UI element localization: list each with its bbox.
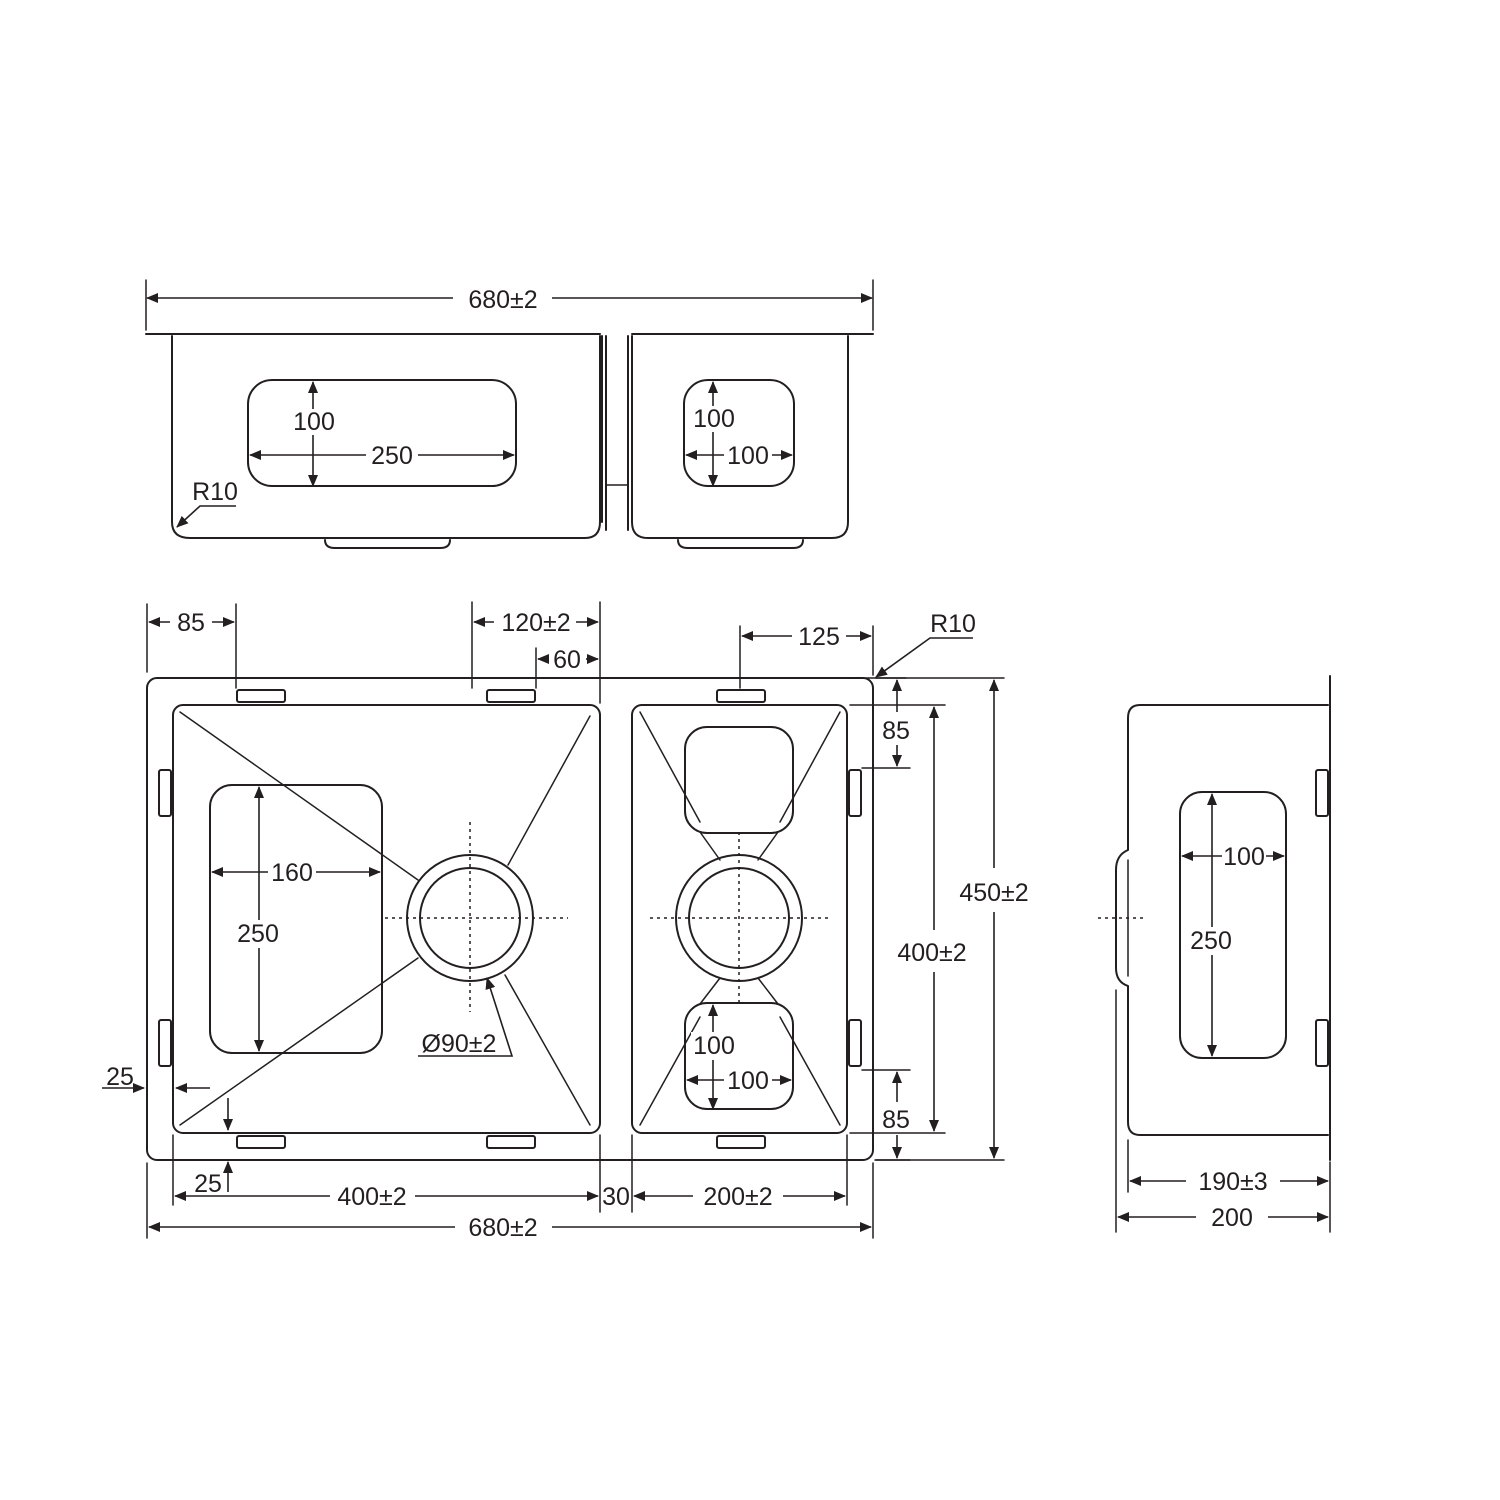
plan-corner-radius-label: R10 xyxy=(930,610,976,638)
plan-drain-offset-label: 120±2 xyxy=(501,609,570,637)
plan-right-top-panel xyxy=(684,726,794,834)
plan-right-bottom-offset-label: 85 xyxy=(882,1106,910,1134)
side-overall-depth-label: 200 xyxy=(1211,1204,1253,1232)
plan-overall-height-label: 450±2 xyxy=(959,879,1028,907)
plan-right-bowl xyxy=(631,704,848,1134)
waste-diameter-label: Ø90±2 xyxy=(422,1030,497,1058)
left-bowl-profile xyxy=(171,335,601,539)
side-drain-height-label: 250 xyxy=(1190,927,1232,955)
top-left-drain-height-label: 100 xyxy=(293,408,335,436)
plan-divider-width-label: 30 xyxy=(602,1183,630,1211)
plan-left-drain-width-label: 160 xyxy=(271,859,313,887)
side-bowl-profile xyxy=(1115,704,1329,1136)
plan-flange-bottom-label: 25 xyxy=(194,1170,222,1198)
plan-right-bowl-width-label: 200±2 xyxy=(703,1183,772,1211)
plan-left-drain-height-label: 250 xyxy=(237,920,279,948)
top-view: 680±2 100 250 100 100 R10 xyxy=(145,279,874,549)
side-bowl-depth-label: 190±3 xyxy=(1198,1168,1267,1196)
top-corner-radius-label: R10 xyxy=(192,478,238,506)
plan-right-top-offset-label: 85 xyxy=(882,717,910,745)
plan-flange-side-label: 25 xyxy=(106,1063,134,1091)
side-view: 100 250 190±3 200 xyxy=(1098,675,1331,1233)
top-right-drain-width-label: 100 xyxy=(727,442,769,470)
right-bowl-profile xyxy=(631,335,849,539)
top-right-drain-height-label: 100 xyxy=(693,405,735,433)
plan-overall-width-label: 680±2 xyxy=(468,1214,537,1242)
plan-left-drain-panel xyxy=(209,784,383,1054)
plan-view: 160 250 Ø90±2 100 100 xyxy=(102,601,1029,1242)
side-drain-width-label: 100 xyxy=(1223,843,1265,871)
plan-left-bowl-width-label: 400±2 xyxy=(337,1183,406,1211)
plan-right-drain-height-label: 100 xyxy=(693,1032,735,1060)
plan-inner-height-label: 400±2 xyxy=(897,939,966,967)
plan-right-offset-label: 125 xyxy=(798,623,840,651)
plan-outer-flange xyxy=(146,677,874,1161)
top-right-drain-panel xyxy=(683,379,795,487)
plan-left-bowl xyxy=(172,704,601,1134)
top-left-drain-panel xyxy=(247,379,517,487)
plan-drain-offset-inner-label: 60 xyxy=(553,646,581,674)
plan-right-drain-width-label: 100 xyxy=(727,1067,769,1095)
top-overall-width-label: 680±2 xyxy=(468,286,537,314)
top-left-drain-width-label: 250 xyxy=(371,442,413,470)
side-drain-panel xyxy=(1179,791,1287,1059)
plan-left-offset-label: 85 xyxy=(177,609,205,637)
